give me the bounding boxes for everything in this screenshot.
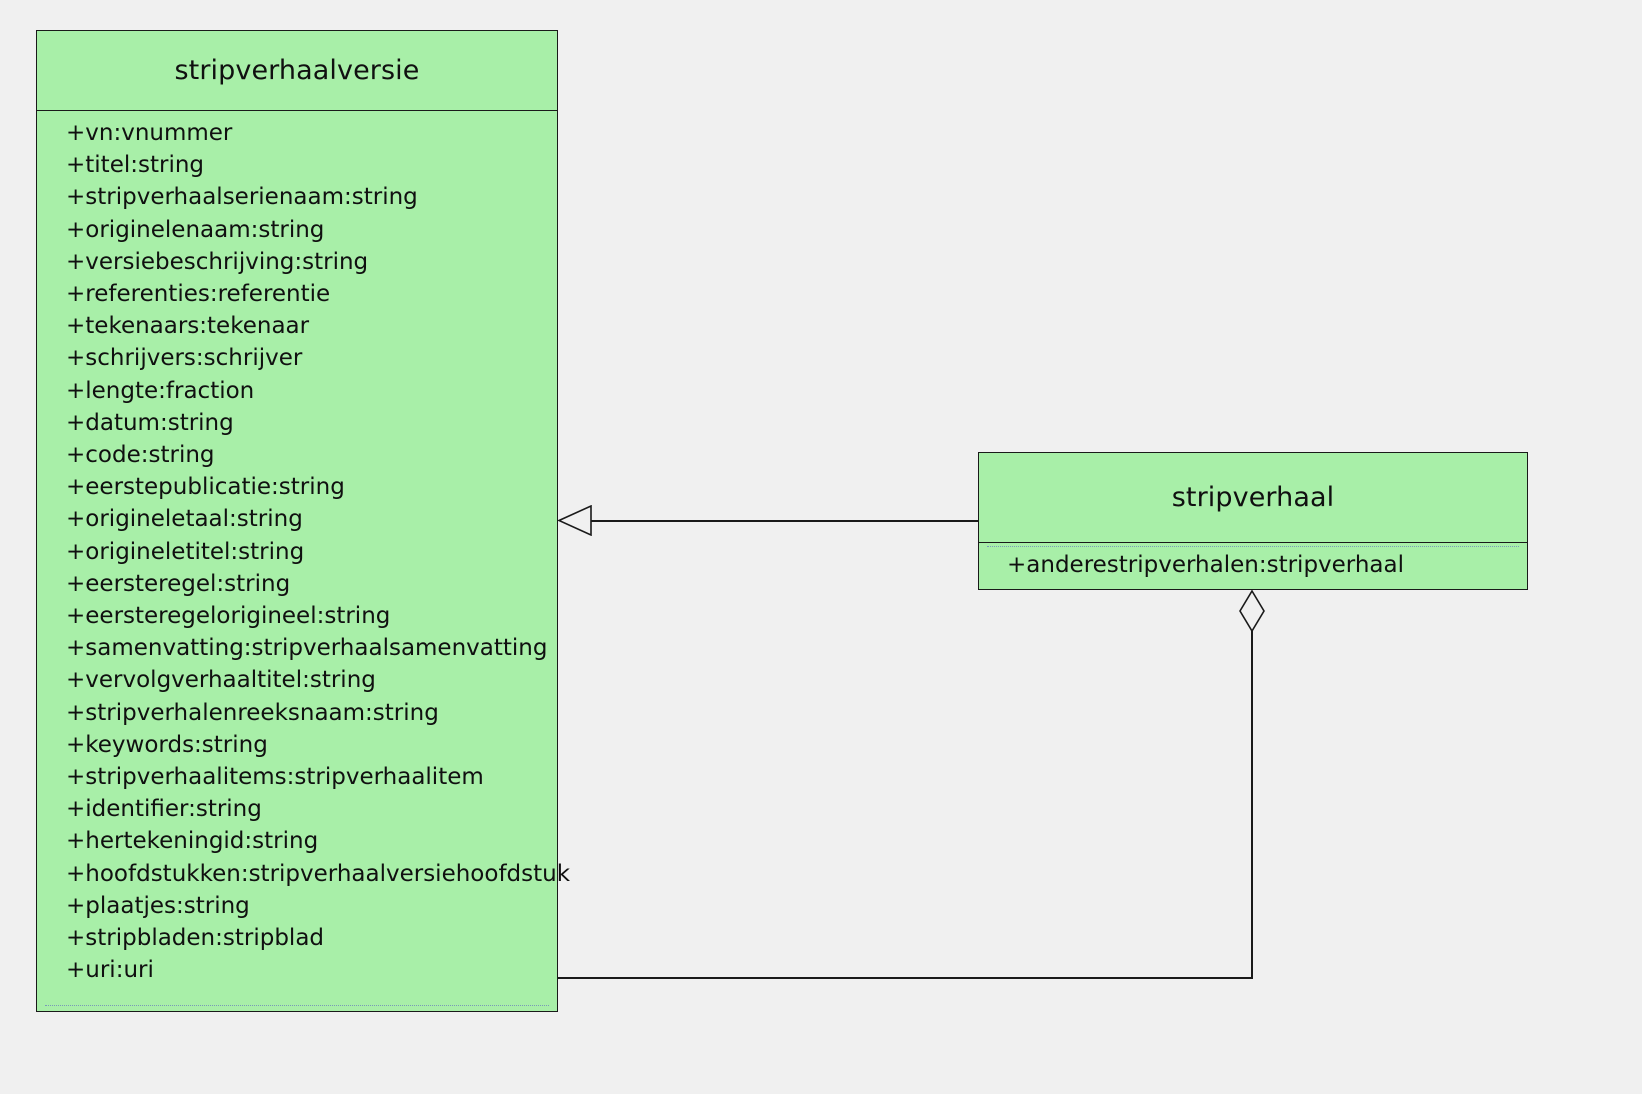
attribute-row: +vervolgverhaaltitel:string (66, 667, 376, 694)
class-attributes-stripverhaal: +anderestripverhalen:stripverhaal (979, 543, 1527, 589)
aggregation-diamond-icon (1239, 590, 1265, 632)
attribute-row: +anderestripverhalen:stripverhaal (1007, 552, 1405, 578)
attribute-row: +versiebeschrijving:string (66, 248, 369, 275)
class-attributes-stripverhaalversie: +vn:vnummer +titel:string +stripverhaals… (37, 111, 571, 1010)
attribute-row: +stripverhaalitems:stripverhaalitem (66, 764, 484, 791)
attribute-row: +identifier:string (66, 796, 262, 823)
class-name-stripverhaalversie: stripverhaalversie (174, 55, 420, 86)
class-box-stripverhaalversie[interactable]: stripverhaalversie +vn:vnummer +titel:st… (36, 30, 571, 1012)
attribute-row: +eersteregel:string (66, 570, 291, 597)
attribute-row: +samenvatting:stripverhaalsamenvatting (66, 635, 548, 662)
attribute-section-dotted-separator (987, 546, 1519, 547)
attribute-row: +eersteregelorigineel:string (66, 603, 391, 630)
attribute-row: +lengte:fraction (66, 377, 255, 404)
attribute-row: +keywords:string (66, 731, 268, 758)
aggregation-connector-vertical-lower (1251, 900, 1253, 978)
class-header-stripverhaal: stripverhaal (979, 453, 1527, 543)
attribute-row: +code:string (66, 442, 215, 469)
generalization-arrowhead-icon (558, 505, 592, 536)
aggregation-connector-horizontal (558, 977, 1253, 979)
aggregation-connector-vertical (1251, 628, 1253, 978)
attribute-row: +eerstepublicatie:string (66, 474, 345, 501)
attribute-row: +uri:uri (66, 957, 154, 984)
attribute-row: +datum:string (66, 409, 234, 436)
generalization-connector-line (590, 520, 980, 522)
class-name-stripverhaal: stripverhaal (1171, 482, 1335, 513)
attribute-row: +origineletaal:string (66, 506, 303, 533)
attribute-row: +origineletitel:string (66, 538, 305, 565)
attribute-row: +stripverhalenreeksnaam:string (66, 699, 439, 726)
class-header-stripverhaalversie: stripverhaalversie (37, 31, 557, 111)
attribute-row: +stripverhaalserienaam:string (66, 184, 418, 211)
attribute-row: +referenties:referentie (66, 281, 331, 308)
attribute-section-dotted-separator (45, 1005, 549, 1006)
attribute-row: +hertekeningid:string (66, 828, 319, 855)
attribute-row: +originelenaam:string (66, 216, 325, 243)
attribute-row: +hoofdstukken:stripverhaalversiehoofdstu… (66, 860, 571, 887)
attribute-row: +plaatjes:string (66, 892, 250, 919)
attribute-row: +titel:string (66, 152, 205, 179)
attribute-row: +tekenaars:tekenaar (66, 313, 310, 340)
class-box-stripverhaal[interactable]: stripverhaal +anderestripverhalen:stripv… (978, 452, 1528, 590)
attribute-row: +vn:vnummer (66, 120, 233, 146)
attribute-row: +schrijvers:schrijver (66, 345, 303, 372)
attribute-row: +stripbladen:stripblad (66, 925, 325, 952)
